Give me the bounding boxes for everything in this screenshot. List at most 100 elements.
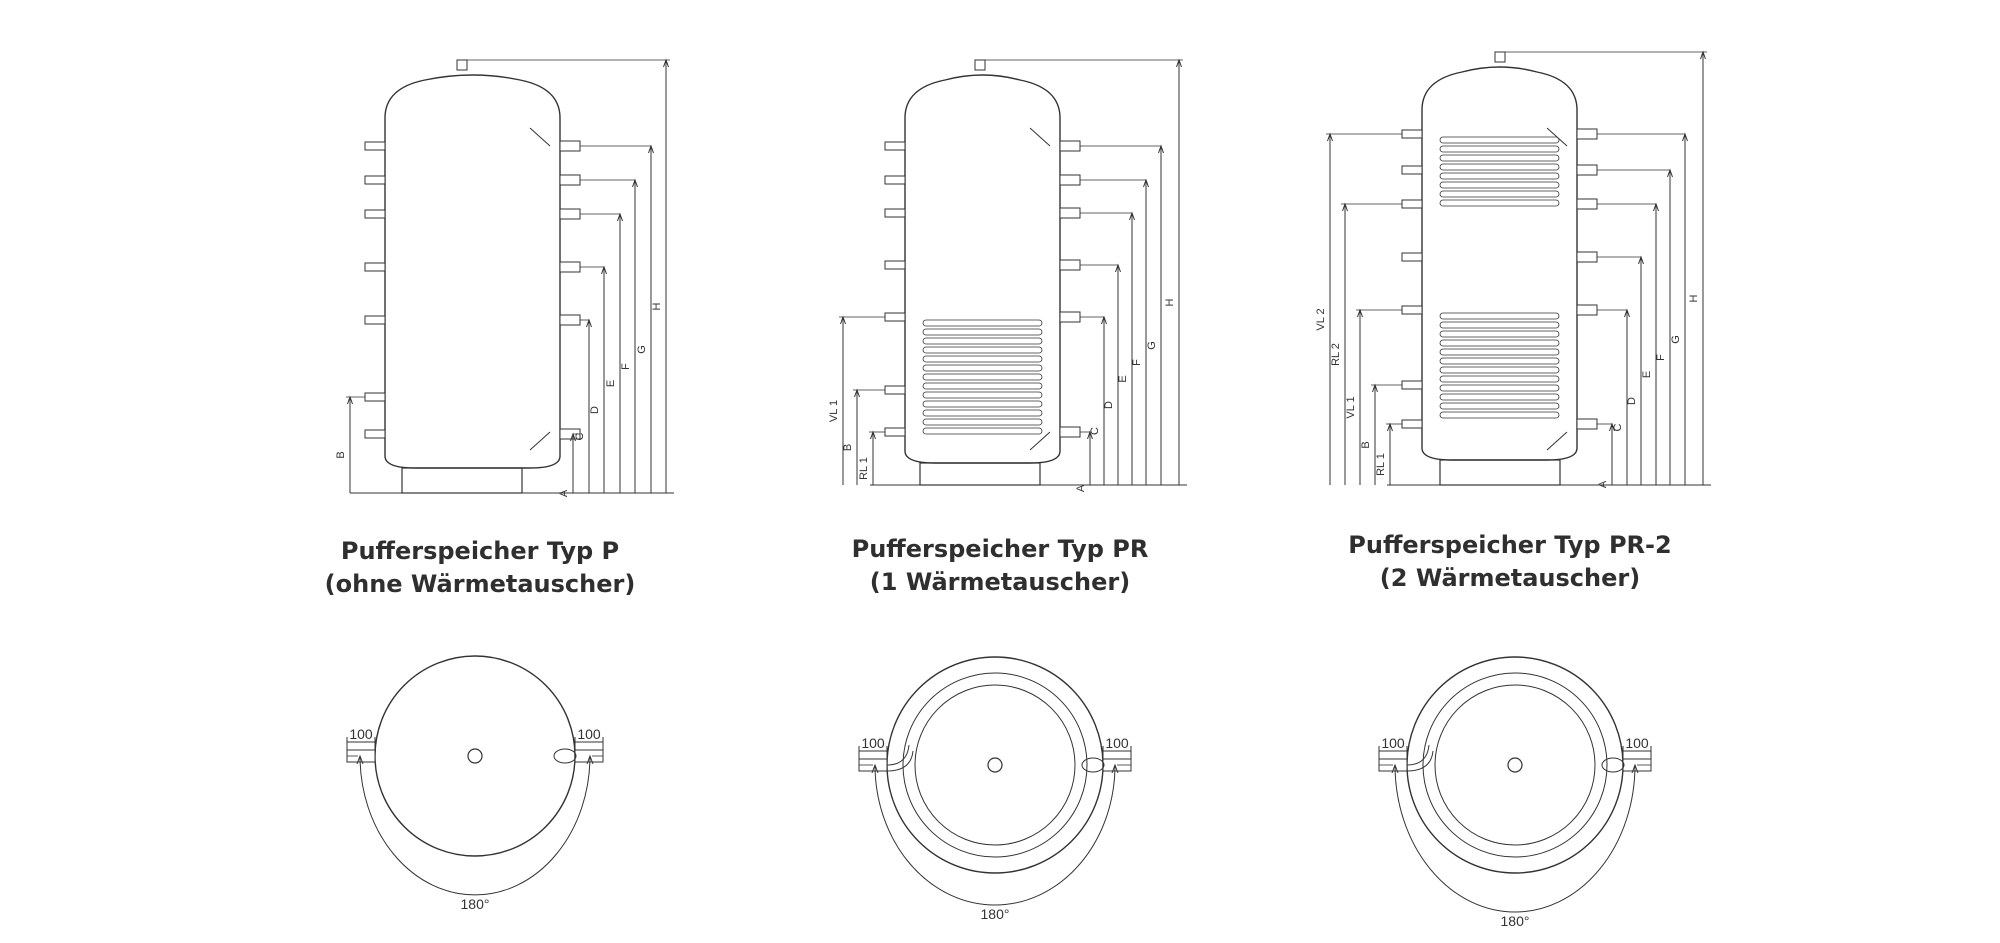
tank-3-coil-winding bbox=[1439, 348, 1560, 356]
tank-2-coil-winding bbox=[922, 373, 1043, 381]
tank-2-dim-label-e: E bbox=[1117, 375, 1129, 382]
tank-3-right-port bbox=[1576, 418, 1598, 430]
tank-1-dim-label-d: D bbox=[589, 406, 601, 414]
tank-1-dim-line-arrow bbox=[632, 178, 638, 188]
tank-1-body bbox=[384, 74, 561, 469]
tank-3-spacing-label-right: 100 bbox=[1625, 735, 1649, 751]
tank-3-plan-outer-circle bbox=[1406, 656, 1624, 874]
tank-2-dim-line-arrow bbox=[1101, 315, 1107, 325]
tank-3-title: Pufferspeicher Typ PR-2 (2 Wärmetauscher… bbox=[1320, 529, 1700, 595]
tank-1-plan-outer-circle bbox=[374, 655, 576, 857]
tank-2-angle-label: 180° bbox=[981, 906, 1010, 922]
tank-2-right-port bbox=[1059, 259, 1081, 271]
tank-3-left-dim-label: VL 2 bbox=[1315, 308, 1327, 330]
tank-2-dim-label-g: G bbox=[1146, 341, 1158, 350]
tank-3-body bbox=[1421, 66, 1578, 461]
tank-2-coil-winding bbox=[922, 337, 1043, 345]
tank-1-right-port bbox=[559, 314, 581, 326]
tank-2-spacing-label-left: 100 bbox=[861, 735, 885, 751]
tank-3-coil-winding bbox=[1439, 145, 1560, 153]
tank-3-plan-center-sleeve bbox=[1507, 757, 1523, 773]
tank-3-coil-winding bbox=[1439, 375, 1560, 383]
tank-1-name: Pufferspeicher Typ P bbox=[340, 537, 620, 565]
tank-2-inlet-pipe bbox=[1029, 127, 1051, 147]
tank-3-coil-winding bbox=[1439, 393, 1560, 401]
tank-2-dim-line-arrow bbox=[1115, 263, 1121, 273]
tank-3-left-dim-line-arrow bbox=[1357, 308, 1363, 318]
tank-2-plan-coil-outer bbox=[902, 672, 1088, 858]
tank-2-name: Pufferspeicher Typ PR bbox=[851, 535, 1149, 563]
tank-3-coil-winding bbox=[1439, 384, 1560, 392]
tank-3-top-nipple bbox=[1494, 51, 1506, 63]
tank-3-left-port bbox=[1401, 165, 1423, 175]
tank-2-left-dim-line-arrow bbox=[840, 315, 846, 325]
tank-2-left-dim-label: VL 1 bbox=[828, 400, 840, 422]
tank-3-base bbox=[1439, 459, 1561, 486]
tank-3-right-port bbox=[1576, 251, 1598, 263]
tank-1-left-port bbox=[364, 315, 386, 325]
tank-3-dim-line-arrow bbox=[1609, 422, 1615, 432]
tank-2-right-port bbox=[1059, 426, 1081, 438]
tank-3-dim-line-arrow bbox=[1682, 132, 1688, 142]
tank-1-angle-arrow bbox=[356, 754, 364, 765]
tank-2-angle-arc bbox=[874, 764, 1116, 906]
tank-1-left-port bbox=[364, 141, 386, 151]
tank-3-left-dim-label: RL 2 bbox=[1330, 343, 1342, 366]
tank-3-angle-arrow bbox=[1391, 763, 1399, 774]
tank-1-plan-inlet-ellipse bbox=[553, 748, 577, 764]
tank-1-dim-label-e: E bbox=[605, 380, 617, 387]
tank-2-left-dim-label: B bbox=[842, 444, 854, 451]
tank-2-plan-coil-inner bbox=[914, 684, 1076, 846]
tank-3-left-dim-line-arrow bbox=[1327, 132, 1333, 142]
tank-3-left-dim-line-arrow bbox=[1342, 202, 1348, 212]
tank-2-body bbox=[904, 74, 1061, 464]
tank-2-left-port bbox=[884, 141, 906, 151]
tank-3-dim-label-h: H bbox=[1688, 294, 1700, 302]
tank-2-right-port bbox=[1059, 174, 1081, 186]
tank-2-left-port bbox=[884, 260, 906, 270]
tank-2-left-port bbox=[884, 175, 906, 185]
tank-3-coil-winding bbox=[1439, 163, 1560, 171]
tank-2-right-port bbox=[1059, 207, 1081, 219]
tank-2-subtitle: (1 Wärmetauscher) bbox=[869, 568, 1131, 596]
tank-3-right-port bbox=[1576, 198, 1598, 210]
tank-3-coil-winding bbox=[1439, 366, 1560, 374]
tank-2-coil-winding bbox=[922, 319, 1043, 327]
tank-3-dim-line-arrow bbox=[1700, 50, 1706, 60]
tank-2-left-port bbox=[884, 312, 906, 322]
tank-3-dim-label-c: C bbox=[1612, 423, 1624, 431]
tank-1-right-port bbox=[559, 140, 581, 152]
tank-3-dim-label-e: E bbox=[1641, 371, 1653, 378]
tank-2-dim-line-arrow bbox=[1087, 430, 1093, 440]
tank-3-dim-label-a: A bbox=[1597, 480, 1609, 488]
tank-3-coil-winding bbox=[1439, 357, 1560, 365]
tank-2-dim-label-c: C bbox=[1089, 427, 1101, 435]
tank-3-left-port bbox=[1401, 419, 1423, 429]
tank-1-title: Pufferspeicher Typ P (ohne Wärmetauscher… bbox=[290, 535, 670, 601]
tank-2-dim-label-h: H bbox=[1164, 298, 1176, 306]
tank-1-right-port bbox=[559, 208, 581, 220]
tank-3-dim-label-d: D bbox=[1626, 397, 1638, 405]
tank-1-right-port bbox=[559, 261, 581, 273]
tank-1-left-port bbox=[364, 429, 386, 439]
tank-2-title: Pufferspeicher Typ PR (1 Wärmetauscher) bbox=[810, 533, 1190, 599]
tank-3-dim-label-g: G bbox=[1670, 335, 1682, 344]
tank-3-right-port bbox=[1576, 304, 1598, 316]
tank-3-coil-winding bbox=[1439, 402, 1560, 410]
tank-3-coil-winding bbox=[1439, 330, 1560, 338]
tank-2-left-dim-line-arrow bbox=[854, 388, 860, 398]
tank-1-dim-line-arrow bbox=[586, 318, 592, 328]
tank-2-left-port bbox=[884, 385, 906, 395]
tank-1-spacing-label-left: 100 bbox=[349, 726, 373, 742]
tank-3-left-port bbox=[1401, 305, 1423, 315]
tank-2-left-dim-label: RL 1 bbox=[858, 457, 870, 480]
tank-3-left-dim-label: B bbox=[1360, 441, 1372, 448]
tank-3-plan-coil-outer bbox=[1422, 672, 1608, 858]
tank-1-angle-arc bbox=[359, 755, 591, 896]
tank-1-dim-line-arrow bbox=[570, 432, 576, 442]
tank-3-coil-winding bbox=[1439, 199, 1560, 207]
